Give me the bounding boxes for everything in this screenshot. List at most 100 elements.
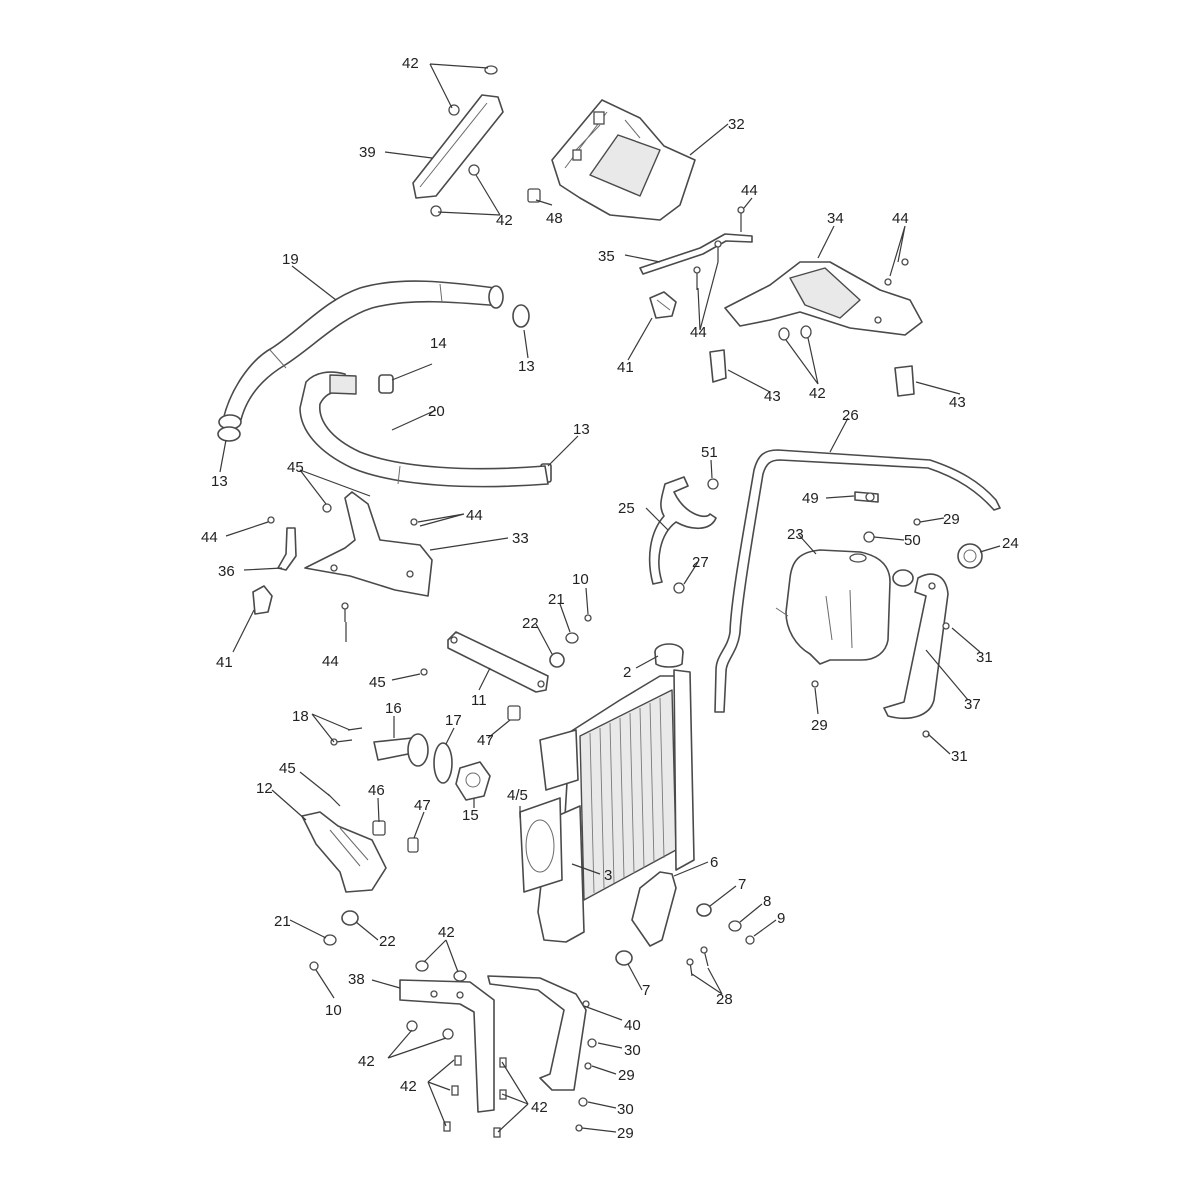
callout-51: 51 bbox=[701, 444, 718, 461]
callout-48: 48 bbox=[546, 210, 563, 227]
part-8-washer bbox=[728, 920, 742, 932]
part-47-clip bbox=[507, 705, 521, 721]
callout-7: 7 bbox=[642, 982, 650, 999]
part-30-washer bbox=[578, 1097, 588, 1107]
callout-numbers: 42 39 42 32 48 44 35 34 44 19 13 41 44 4… bbox=[201, 55, 1019, 1142]
part-30-washer bbox=[587, 1038, 597, 1048]
callout-32: 32 bbox=[728, 116, 745, 133]
callout-41: 41 bbox=[617, 359, 634, 376]
callout-33: 33 bbox=[512, 530, 529, 547]
callout-38: 38 bbox=[348, 971, 365, 988]
callout-31: 31 bbox=[951, 748, 968, 765]
callout-50: 50 bbox=[904, 532, 921, 549]
part-20-lower-hose bbox=[299, 371, 549, 488]
callout-26: 26 bbox=[842, 407, 859, 424]
part-48-clip bbox=[527, 188, 541, 203]
part-42-clips-bottom bbox=[443, 1055, 507, 1138]
callout-7: 7 bbox=[738, 876, 746, 893]
part-45-grommet bbox=[420, 668, 428, 676]
part-36-stay bbox=[277, 527, 297, 571]
part-42-grommet bbox=[778, 327, 790, 341]
callout-13: 13 bbox=[573, 421, 590, 438]
callout-18: 18 bbox=[292, 708, 309, 725]
callout-21: 21 bbox=[274, 913, 291, 930]
part-46-clip bbox=[372, 820, 386, 836]
part-6-bracket bbox=[631, 871, 677, 947]
part-29-bolt bbox=[811, 680, 819, 688]
part-2-radiator-cap bbox=[654, 643, 684, 668]
callout-2: 2 bbox=[623, 664, 631, 681]
callout-42: 42 bbox=[402, 55, 419, 72]
callout-42: 42 bbox=[496, 212, 513, 229]
part-33-cover bbox=[304, 491, 433, 597]
part-22-grommet bbox=[549, 652, 565, 668]
part-29-bolt bbox=[575, 1124, 583, 1132]
callout-35: 35 bbox=[598, 248, 615, 265]
part-12-bracket bbox=[301, 811, 387, 893]
part-10-bolt bbox=[309, 961, 319, 971]
part-29-bolt bbox=[584, 1062, 592, 1070]
part-34-cover bbox=[724, 258, 923, 336]
callout-17: 17 bbox=[445, 712, 462, 729]
callout-45: 45 bbox=[279, 760, 296, 777]
part-13-hose-clip bbox=[217, 426, 241, 442]
callout-43: 43 bbox=[949, 394, 966, 411]
callout-27: 27 bbox=[692, 554, 709, 571]
part-23-expansion-tank bbox=[775, 549, 914, 665]
part-9-bolt bbox=[745, 935, 755, 945]
part-44-bolt bbox=[267, 516, 275, 524]
callout-6: 6 bbox=[710, 854, 718, 871]
part-43-clip-right bbox=[894, 365, 915, 397]
part-29-bolt bbox=[913, 518, 921, 526]
part-10-bolt bbox=[584, 614, 592, 622]
part-49-valve bbox=[854, 491, 879, 503]
callout-45: 45 bbox=[287, 459, 304, 476]
callout-22: 22 bbox=[379, 933, 396, 950]
callout-37: 37 bbox=[964, 696, 981, 713]
callout-4-5: 4/5 bbox=[507, 787, 528, 804]
callout-24: 24 bbox=[1002, 535, 1019, 552]
part-42-grommet bbox=[800, 325, 812, 339]
part-25-small-hose bbox=[648, 476, 717, 585]
callout-39: 39 bbox=[359, 144, 376, 161]
callout-23: 23 bbox=[787, 526, 804, 543]
callout-44: 44 bbox=[690, 324, 707, 341]
callout-40: 40 bbox=[624, 1017, 641, 1034]
part-21-washer bbox=[323, 934, 337, 946]
part-51-clip bbox=[707, 478, 719, 490]
part-39-upper-bracket bbox=[412, 65, 504, 217]
part-44-bolts bbox=[693, 240, 722, 290]
part-35-stay bbox=[639, 206, 753, 275]
part-4-5-fan bbox=[519, 797, 563, 893]
callout-42: 42 bbox=[809, 385, 826, 402]
part-27-clip bbox=[673, 582, 685, 594]
part-31-bolt bbox=[942, 622, 950, 630]
callout-44: 44 bbox=[322, 653, 339, 670]
part-14-hose-clip bbox=[378, 374, 394, 394]
part-28-bolts bbox=[686, 946, 709, 977]
callout-29: 29 bbox=[617, 1125, 634, 1142]
callout-11: 11 bbox=[471, 692, 487, 709]
part-24-cap bbox=[957, 543, 983, 569]
part-41-connector bbox=[649, 291, 677, 319]
part-38-lower-bracket bbox=[399, 960, 495, 1113]
callout-21: 21 bbox=[548, 591, 565, 608]
part-31-bolt bbox=[922, 730, 930, 738]
callout-44: 44 bbox=[201, 529, 218, 546]
callout-10: 10 bbox=[572, 571, 589, 588]
part-50-nut bbox=[863, 531, 875, 543]
callout-44: 44 bbox=[892, 210, 909, 227]
part-17-o-ring bbox=[433, 742, 453, 784]
callout-28: 28 bbox=[716, 991, 733, 1008]
callout-15: 15 bbox=[462, 807, 479, 824]
part-13-hose-clip bbox=[512, 304, 530, 328]
callout-3: 3 bbox=[604, 867, 612, 884]
callout-22: 22 bbox=[522, 615, 539, 632]
callout-30: 30 bbox=[624, 1042, 641, 1059]
callout-36: 36 bbox=[218, 563, 235, 580]
callout-10: 10 bbox=[325, 1002, 342, 1019]
callout-42: 42 bbox=[358, 1053, 375, 1070]
callout-31: 31 bbox=[976, 649, 993, 666]
callout-47: 47 bbox=[477, 732, 494, 749]
